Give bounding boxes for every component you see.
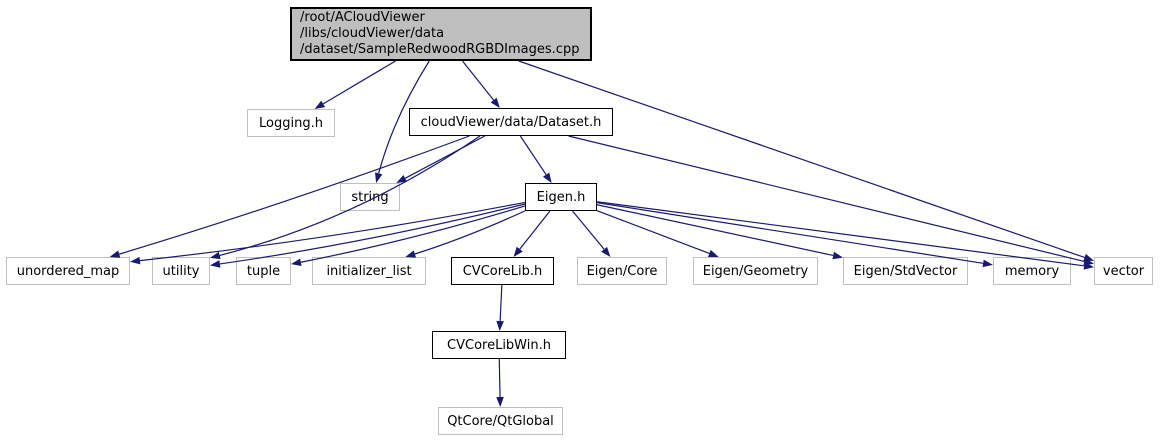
node-label: string xyxy=(351,189,389,205)
node-label: unordered_map xyxy=(16,263,120,279)
node-eigen-h[interactable]: Eigen.h xyxy=(525,183,597,211)
node-dataset-h[interactable]: cloudViewer/data/Dataset.h xyxy=(409,108,613,136)
node-label: Eigen/StdVector xyxy=(853,263,958,279)
node-eigen-geometry[interactable]: Eigen/Geometry xyxy=(693,257,818,285)
node-label: QtCore/QtGlobal xyxy=(447,413,554,429)
node-label: cloudViewer/data/Dataset.h xyxy=(420,114,602,130)
node-label-line: /root/ACloudViewer xyxy=(300,10,425,25)
node-label: Eigen.h xyxy=(536,189,586,205)
node-label-line: /libs/cloudViewer/data xyxy=(300,26,445,41)
node-utility[interactable]: utility xyxy=(152,257,210,285)
node-string[interactable]: string xyxy=(340,183,400,211)
node-label: Eigen/Core xyxy=(586,263,658,279)
node-label: tuple xyxy=(246,263,281,279)
node-eigen-stdvector[interactable]: Eigen/StdVector xyxy=(843,257,968,285)
node-qtcore-qtglobal[interactable]: QtCore/QtGlobal xyxy=(438,407,563,435)
node-label: Eigen/Geometry xyxy=(702,263,809,279)
node-initializer-list[interactable]: initializer_list xyxy=(312,257,426,285)
node-label-line: /dataset/SampleRedwoodRGBDImages.cpp xyxy=(300,42,580,57)
node-unordered-map[interactable]: unordered_map xyxy=(6,257,130,285)
node-tuple[interactable]: tuple xyxy=(236,257,291,285)
node-logging-h[interactable]: Logging.h xyxy=(247,109,335,137)
node-vector[interactable]: vector xyxy=(1094,257,1153,285)
node-sampleredwoodrgbdimages-cpp[interactable]: /root/ACloudViewer /libs/cloudViewer/dat… xyxy=(290,7,592,61)
node-label: CVCoreLib.h xyxy=(462,263,543,279)
node-memory[interactable]: memory xyxy=(993,257,1071,285)
node-label: Logging.h xyxy=(259,115,323,131)
node-eigen-core[interactable]: Eigen/Core xyxy=(577,257,667,285)
node-label: CVCoreLibWin.h xyxy=(447,337,551,353)
node-label: vector xyxy=(1102,263,1145,279)
node-label: utility xyxy=(162,263,200,279)
node-cvcorelibwin-h[interactable]: CVCoreLibWin.h xyxy=(432,331,566,359)
node-label: memory xyxy=(1004,263,1060,279)
node-cvcorelib-h[interactable]: CVCoreLib.h xyxy=(451,257,554,285)
node-label: initializer_list xyxy=(326,263,412,279)
